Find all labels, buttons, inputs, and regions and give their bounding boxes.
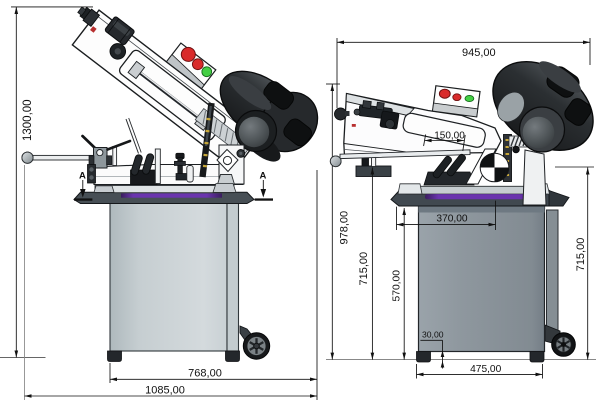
svg-text:715,00: 715,00 — [575, 238, 587, 272]
svg-text:945,00: 945,00 — [462, 47, 496, 59]
svg-text:570,00: 570,00 — [392, 270, 403, 302]
svg-text:715,00: 715,00 — [358, 252, 370, 286]
svg-text:150,00: 150,00 — [434, 131, 465, 142]
svg-text:1300,00: 1300,00 — [22, 99, 34, 141]
svg-text:978,00: 978,00 — [338, 211, 350, 245]
svg-text:1085,00: 1085,00 — [145, 384, 185, 396]
svg-text:30,00: 30,00 — [422, 329, 444, 339]
svg-text:768,00: 768,00 — [188, 368, 222, 380]
svg-text:475,00: 475,00 — [470, 364, 501, 375]
svg-text:A: A — [79, 170, 86, 181]
svg-text:A: A — [260, 170, 267, 181]
svg-text:370,00: 370,00 — [436, 214, 467, 225]
